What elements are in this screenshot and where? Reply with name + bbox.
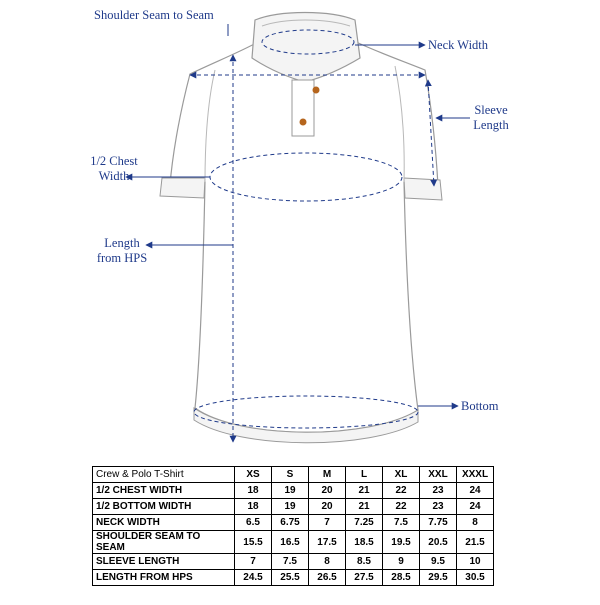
table-cell: 20.5 xyxy=(419,530,457,554)
sleeve-measure-line xyxy=(424,79,438,187)
table-cell: 10 xyxy=(456,553,494,570)
table-cell: 26.5 xyxy=(308,569,346,586)
header-cell-xl: XL xyxy=(382,466,420,483)
header-cell-m: M xyxy=(308,466,346,483)
table-cell: 21 xyxy=(345,498,383,515)
placket xyxy=(291,79,315,137)
table-cell: 18.5 xyxy=(345,530,383,554)
table-cell: 18 xyxy=(234,482,272,499)
table-cell: 19.5 xyxy=(382,530,420,554)
table-cell: 9.5 xyxy=(419,553,457,570)
table-cell: 28.5 xyxy=(382,569,420,586)
neck-width-label: Neck Width xyxy=(428,38,489,52)
table-cell: 7.75 xyxy=(419,514,457,531)
table-cell: 21.5 xyxy=(456,530,494,554)
sleeve-label-line-2: Length xyxy=(473,118,509,132)
table-cell: 17.5 xyxy=(308,530,346,554)
length-label-line-2: from HPS xyxy=(96,251,148,265)
table-cell: 27.5 xyxy=(345,569,383,586)
bottom-width-ellipse xyxy=(193,395,419,429)
table-cell: 18 xyxy=(234,498,272,515)
chest-width-label: 1/2 Chest Width xyxy=(84,154,144,184)
size-header-row: Crew & Polo T-Shirt XS S M L XL XXL XXXL xyxy=(92,466,494,483)
table-cell: 24 xyxy=(456,498,494,515)
header-cell-s: S xyxy=(271,466,309,483)
table-row: SLEEVE LENGTH 7 7.5 8 8.5 9 9.5 10 xyxy=(92,553,494,570)
table-cell: 16.5 xyxy=(271,530,309,554)
sleeve-length-label: Sleeve Length xyxy=(470,103,512,133)
table-row: NECK WIDTH 6.5 6.75 7 7.25 7.5 7.75 8 xyxy=(92,514,494,531)
table-cell: 24 xyxy=(456,482,494,499)
header-cell-xxxl: XXXL xyxy=(456,466,494,483)
shoulder-label: Shoulder Seam to Seam xyxy=(94,8,214,22)
table-cell: 7.5 xyxy=(382,514,420,531)
header-cell-xxl: XXL xyxy=(419,466,457,483)
table-cell: 6.5 xyxy=(234,514,272,531)
left-sleeve-cuff xyxy=(159,177,206,199)
table-cell: 19 xyxy=(271,498,309,515)
length-from-hps-label: Length from HPS xyxy=(90,236,154,266)
length-label-line-1: Length xyxy=(104,236,140,250)
neck-width-ellipse xyxy=(261,29,355,55)
top-button-icon xyxy=(312,86,320,94)
table-row: 1/2 BOTTOM WIDTH 18 19 20 21 22 23 24 xyxy=(92,498,494,515)
table-cell: 7.25 xyxy=(345,514,383,531)
table-cell: 23 xyxy=(419,482,457,499)
row-label: NECK WIDTH xyxy=(92,514,235,531)
table-cell: 7.5 xyxy=(271,553,309,570)
table-cell: 22 xyxy=(382,498,420,515)
lower-button-icon xyxy=(299,118,307,126)
table-cell: 20 xyxy=(308,498,346,515)
row-label: LENGTH FROM HPS xyxy=(92,569,235,586)
table-cell: 7 xyxy=(308,514,346,531)
chest-label-line-2: Width xyxy=(98,169,130,183)
row-label: 1/2 BOTTOM WIDTH xyxy=(92,498,235,515)
table-cell: 20 xyxy=(308,482,346,499)
sleeve-label-line-1: Sleeve xyxy=(474,103,508,117)
row-label: SHOULDER SEAM TO SEAM xyxy=(92,530,235,554)
row-label: 1/2 CHEST WIDTH xyxy=(92,482,235,499)
row-label: SLEEVE LENGTH xyxy=(92,553,235,570)
collar-inner-line xyxy=(261,19,351,27)
table-cell: 23 xyxy=(419,498,457,515)
table-cell: 25.5 xyxy=(271,569,309,586)
table-cell: 8 xyxy=(308,553,346,570)
chest-label-line-1: 1/2 Chest xyxy=(90,154,138,168)
bottom-label: Bottom xyxy=(461,399,499,413)
table-cell: 30.5 xyxy=(456,569,494,586)
table-cell: 22 xyxy=(382,482,420,499)
size-chart-table: Crew & Polo T-Shirt XS S M L XL XXL XXXL… xyxy=(92,466,494,586)
table-cell: 8.5 xyxy=(345,553,383,570)
table-cell: 9 xyxy=(382,553,420,570)
table-row: LENGTH FROM HPS 24.5 25.5 26.5 27.5 28.5… xyxy=(92,569,494,586)
table-cell: 15.5 xyxy=(234,530,272,554)
left-armhole-seam xyxy=(204,69,216,183)
table-cell: 21 xyxy=(345,482,383,499)
table-cell: 7 xyxy=(234,553,272,570)
table-cell: 8 xyxy=(456,514,494,531)
hem-band xyxy=(193,407,419,444)
header-cell-title: Crew & Polo T-Shirt xyxy=(92,466,235,483)
table-cell: 6.75 xyxy=(271,514,309,531)
header-cell-l: L xyxy=(345,466,383,483)
table-cell: 24.5 xyxy=(234,569,272,586)
right-sleeve-cuff xyxy=(403,177,443,201)
table-row: SHOULDER SEAM TO SEAM 15.5 16.5 17.5 18.… xyxy=(92,530,494,554)
table-cell: 19 xyxy=(271,482,309,499)
header-cell-xs: XS xyxy=(234,466,272,483)
table-row: 1/2 CHEST WIDTH 18 19 20 21 22 23 24 xyxy=(92,482,494,499)
table-cell: 29.5 xyxy=(419,569,457,586)
